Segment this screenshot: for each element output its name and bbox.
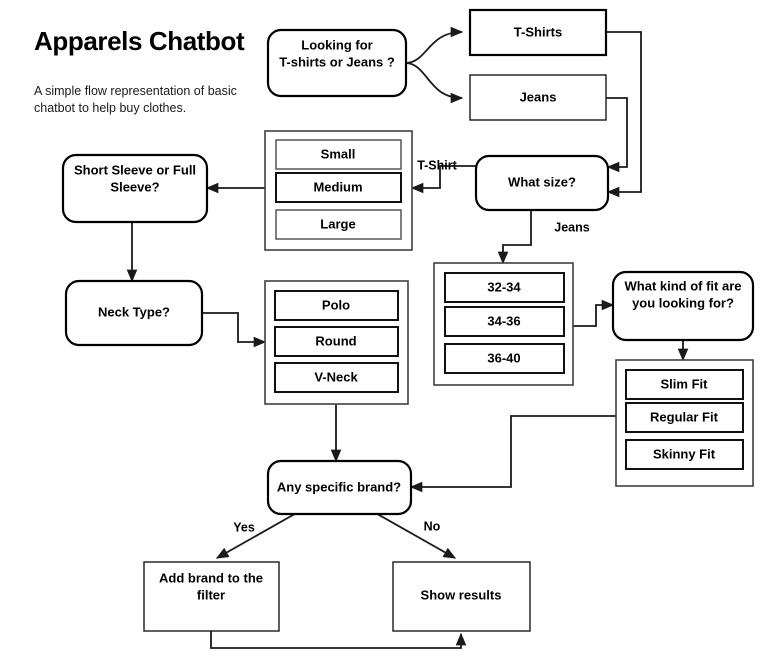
node-tshirts[interactable]: T-Shirts [468, 8, 608, 57]
option-36-40-label: 36-40 [487, 350, 520, 365]
node-show-results[interactable]: Show results [392, 561, 531, 632]
option-36-40[interactable]: 36-40 [444, 343, 565, 374]
group-tshirt-sizes: Small Medium Large [264, 130, 413, 251]
option-slim-fit[interactable]: Slim Fit [625, 369, 744, 400]
option-vneck[interactable]: V-Neck [274, 362, 399, 393]
option-polo[interactable]: Polo [274, 290, 399, 321]
node-tshirts-label: T-Shirts [514, 24, 562, 39]
option-skinny-fit-label: Skinny Fit [653, 446, 716, 461]
edge-start-to-tshirts [405, 26, 464, 64]
option-large-label: Large [320, 216, 355, 231]
edge-label-no: No [424, 519, 441, 533]
option-small[interactable]: Small [275, 139, 402, 170]
node-neck-type[interactable]: Neck Type? [64, 279, 204, 347]
group-jeans-sizes: 32-34 34-36 36-40 [433, 262, 574, 386]
node-jeans[interactable]: Jeans [469, 74, 607, 121]
edge-fit-options-to-brand [409, 415, 616, 493]
option-34-36[interactable]: 34-36 [444, 306, 565, 337]
edge-whatsize-to-tshirt-sizes [410, 165, 478, 194]
node-brand-question[interactable]: Any specific brand? [266, 459, 413, 516]
option-large[interactable]: Large [275, 209, 402, 240]
node-neck-type-label: Neck Type? [98, 304, 170, 319]
edge-brand-yes-to-addbrand [215, 510, 301, 559]
option-regular-fit-label: Regular Fit [650, 409, 719, 424]
option-regular-fit[interactable]: Regular Fit [625, 402, 744, 433]
edge-jeans-sizes-to-fit [573, 299, 615, 327]
node-show-results-label: Show results [421, 587, 502, 602]
option-skinny-fit[interactable]: Skinny Fit [625, 439, 744, 470]
node-what-size[interactable]: What size? [474, 154, 610, 212]
option-round-label: Round [315, 333, 356, 348]
option-small-label: Small [321, 146, 356, 161]
edge-jeans-to-whatsize [606, 97, 628, 173]
edge-tshirts-to-whatsize [606, 31, 642, 198]
edge-necktype-to-neck-options [202, 312, 267, 348]
edge-label-yes: Yes [233, 520, 255, 534]
option-vneck-label: V-Neck [314, 369, 358, 384]
edge-brand-no-to-showresults [371, 510, 457, 559]
option-32-34[interactable]: 32-34 [444, 272, 565, 303]
edge-addbrand-to-showresults [210, 631, 467, 649]
page-title: Apparels Chatbot [34, 26, 245, 56]
option-medium[interactable]: Medium [275, 172, 402, 203]
edge-label-jeans: Jeans [554, 220, 589, 234]
option-round[interactable]: Round [274, 326, 399, 357]
node-brand-question-label: Any specific brand? [277, 479, 401, 494]
option-medium-label: Medium [313, 179, 362, 194]
page-subtitle: A simple flow representation of basic ch… [34, 84, 237, 115]
option-polo-label: Polo [322, 297, 350, 312]
group-neck-types: Polo Round V-Neck [264, 280, 409, 405]
node-jeans-label: Jeans [520, 89, 557, 104]
node-what-size-label: What size? [508, 174, 576, 189]
option-slim-fit-label: Slim Fit [661, 376, 709, 391]
option-34-36-label: 34-36 [487, 313, 520, 328]
option-32-34-label: 32-34 [487, 279, 521, 294]
group-fit-options: Slim Fit Regular Fit Skinny Fit [615, 359, 754, 487]
edge-label-tshirt: T-Shirt [417, 158, 457, 172]
edge-start-to-jeans [405, 62, 464, 104]
edge-whatsize-to-jeans-sizes [497, 210, 532, 265]
